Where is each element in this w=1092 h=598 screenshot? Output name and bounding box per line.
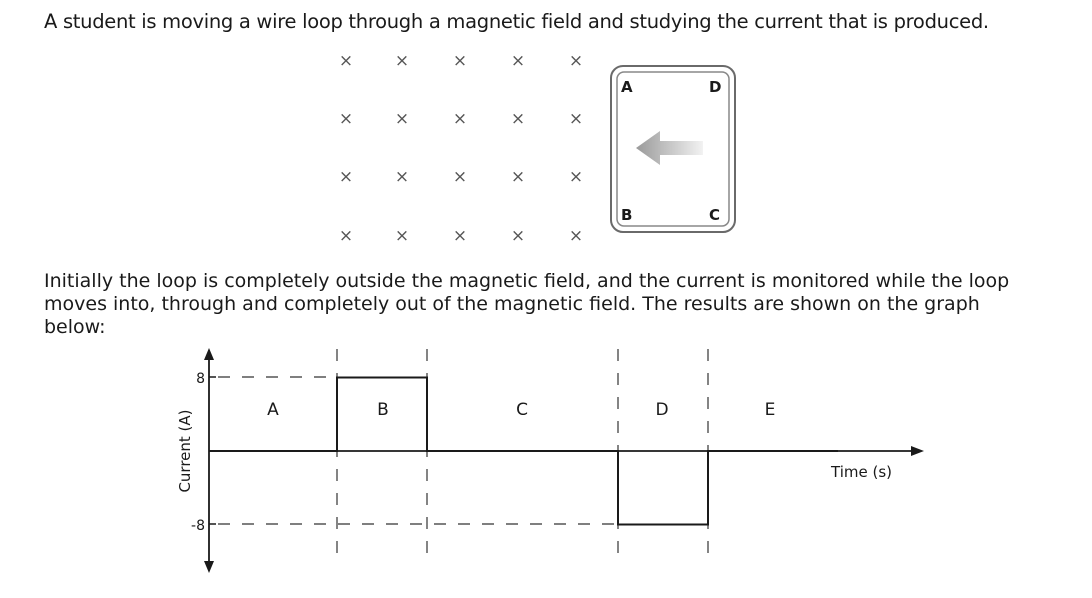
region-label: C — [516, 400, 528, 420]
intro-text: A student is moving a wire loop through … — [44, 10, 989, 33]
field-cross-icon: × — [511, 167, 525, 187]
region-label: E — [765, 400, 776, 420]
field-cross-icon: × — [453, 109, 467, 129]
field-cross-icon: × — [511, 51, 525, 71]
guide-lines — [218, 349, 709, 557]
loop-corner-a: A — [621, 78, 633, 96]
y-axis-up-arrow-icon — [204, 348, 214, 360]
field-cross-icon: × — [395, 109, 409, 129]
magnetic-field: × × × × × × × × × × × × × × × × × × × × — [339, 51, 583, 246]
current-time-graph: 8 -8 A B C D E Current (A) Time (s) — [176, 348, 924, 573]
motion-arrow-icon — [636, 131, 703, 165]
y-axis-down-arrow-icon — [204, 561, 214, 573]
y-tick-label-8: 8 — [196, 371, 205, 387]
field-cross-icon: × — [395, 167, 409, 187]
y-tick-label-neg8: -8 — [191, 518, 205, 534]
field-cross-icon: × — [395, 51, 409, 71]
field-cross-icon: × — [339, 51, 353, 71]
field-cross-icon: × — [569, 167, 583, 187]
region-label: D — [655, 400, 668, 420]
region-label: B — [377, 400, 389, 420]
field-cross-icon: × — [511, 109, 525, 129]
region-label: A — [267, 400, 279, 420]
field-cross-icon: × — [569, 51, 583, 71]
field-cross-icon: × — [569, 109, 583, 129]
description-paragraph: Initially the loop is completely outside… — [44, 270, 1010, 338]
y-axis-label: Current (A) — [176, 409, 194, 492]
loop-corner-c: C — [709, 206, 720, 224]
x-axis-arrow-icon — [911, 446, 924, 456]
region-labels: A B C D E — [267, 400, 775, 420]
wire-loop: A D B C — [610, 65, 736, 233]
loop-corner-b: B — [621, 206, 632, 224]
current-series-line — [209, 376, 838, 526]
field-cross-icon: × — [453, 51, 467, 71]
field-cross-icon: × — [569, 226, 583, 246]
field-cross-icon: × — [339, 226, 353, 246]
field-cross-icon: × — [453, 226, 467, 246]
x-axis-label: Time (s) — [830, 463, 892, 481]
field-cross-icon: × — [511, 226, 525, 246]
field-cross-icon: × — [339, 167, 353, 187]
field-cross-icon: × — [453, 167, 467, 187]
field-cross-icon: × — [395, 226, 409, 246]
field-cross-icon: × — [339, 109, 353, 129]
loop-corner-d: D — [709, 78, 721, 96]
